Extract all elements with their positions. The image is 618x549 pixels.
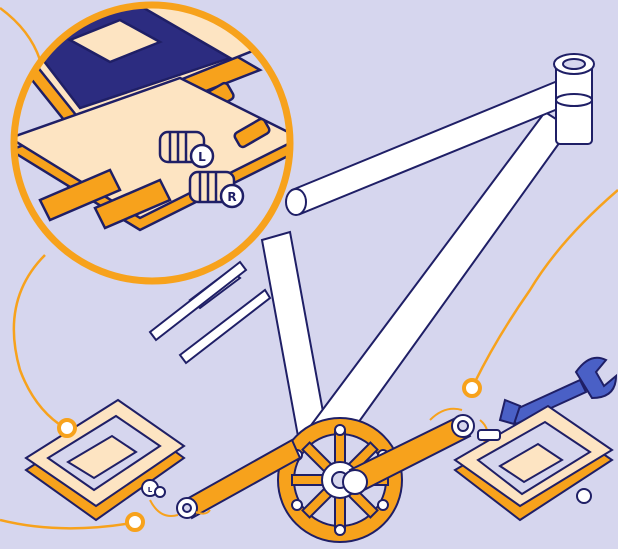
- left-pedal: L: [24, 398, 186, 522]
- left-pedal-thread-label: L: [148, 486, 153, 494]
- right-thread-label: R: [227, 190, 236, 204]
- callout-leader-lines: [0, 6, 618, 530]
- head-tube: [553, 53, 595, 145]
- top-tube: [285, 78, 572, 216]
- callout-dots: [57, 378, 482, 532]
- left-crank-arm: [176, 438, 302, 520]
- wrench-icon: [498, 356, 618, 426]
- rear-stays: [148, 260, 272, 365]
- right-pedal: [453, 404, 614, 522]
- left-thread-label: L: [198, 150, 206, 164]
- right-crank-arm: [342, 414, 475, 495]
